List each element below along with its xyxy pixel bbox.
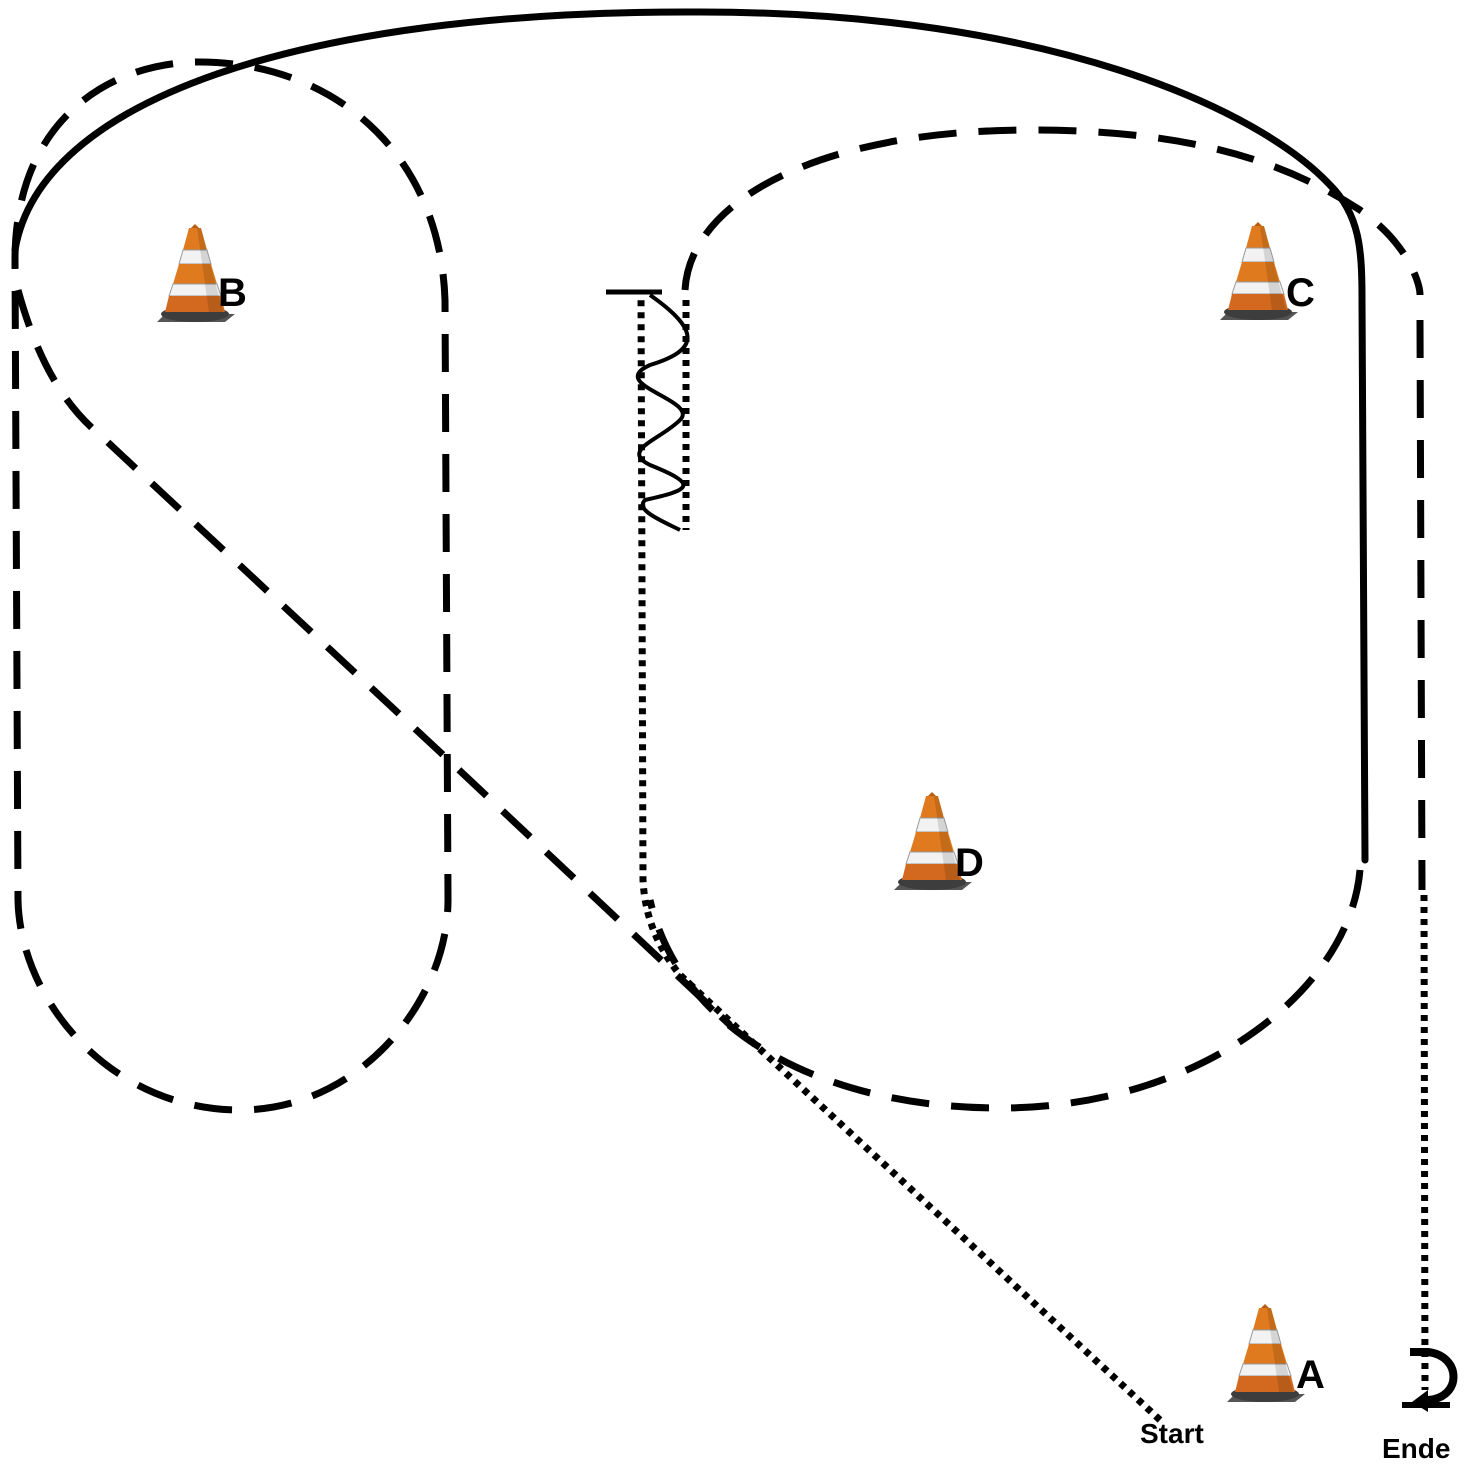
dashed-diagonal [14,289,733,1028]
dashed-loop-right-lower [646,869,1364,1112]
dashed-loop-right [681,126,1424,296]
cone-label-a: A [1296,1353,1325,1397]
cone-label-c: C [1286,271,1315,315]
cone-label-d: D [955,841,984,885]
dashed-loop-left [11,58,452,1114]
dashed-right-vertical [1416,319,1426,891]
cone-a [1226,1303,1306,1403]
wavy-slalom [635,293,690,532]
cone-label-b: B [218,271,247,315]
start-label: Start [1140,1418,1204,1449]
dotted-right-vertical [1420,894,1429,1391]
traffic-cone-icon [1226,1303,1306,1403]
dotted-start-diagonal [637,291,1163,1423]
u-turn-arrow-icon [1402,1348,1458,1412]
end-label: Ende [1382,1433,1450,1464]
